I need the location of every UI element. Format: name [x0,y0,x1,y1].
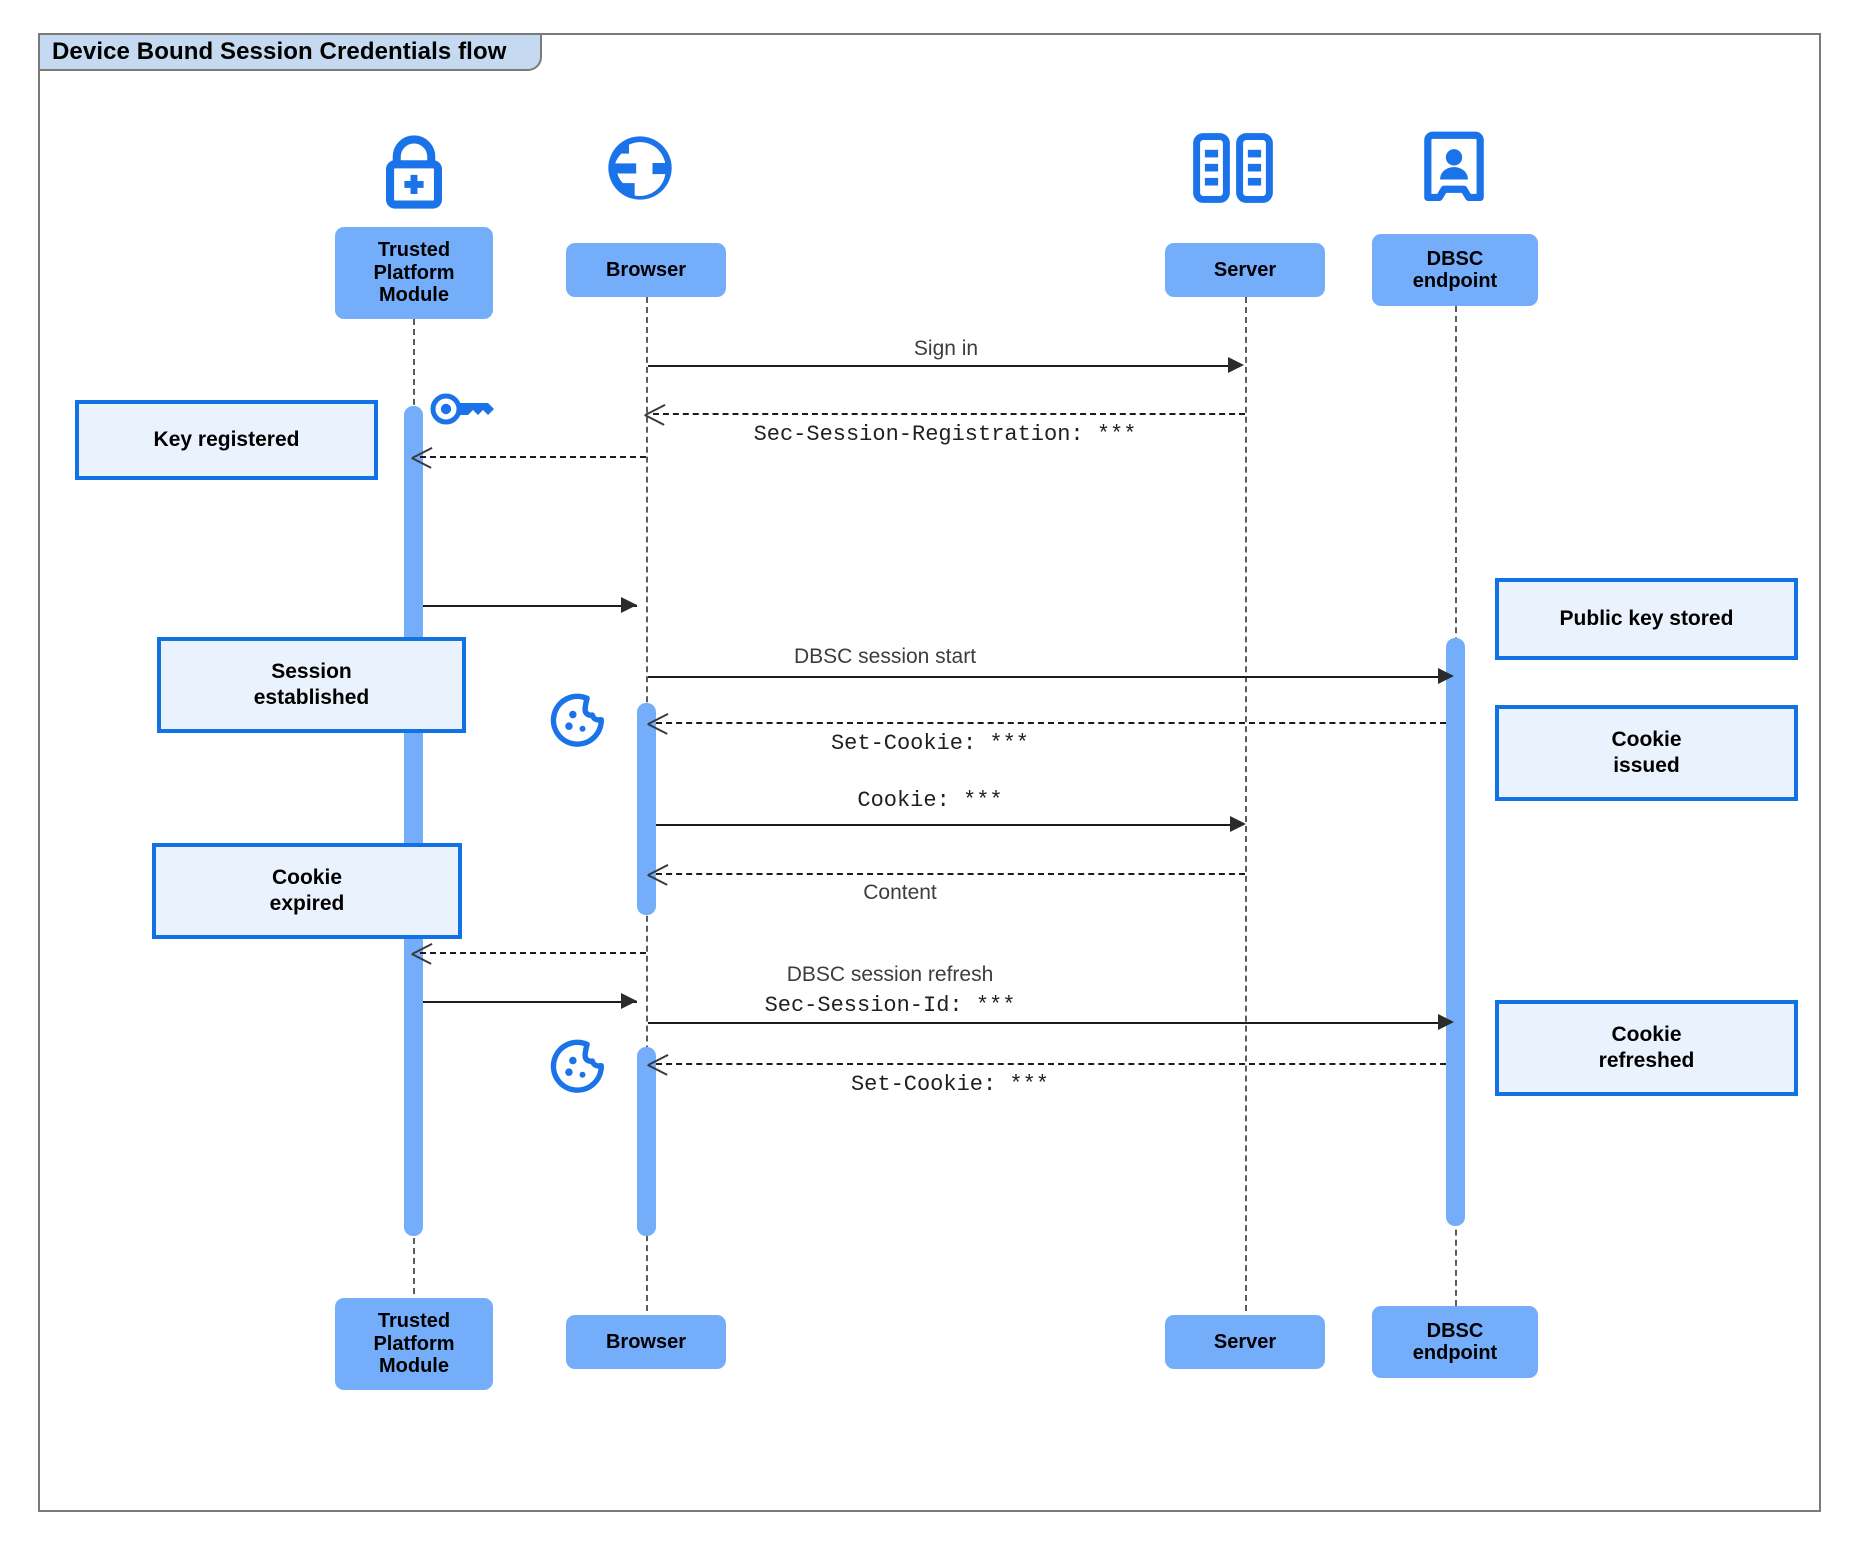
note-cookie-issued: Cookie issued [1495,705,1798,801]
note-cookie-refreshed: Cookie refreshed [1495,1000,1798,1096]
globe-icon [600,128,680,213]
diagram-title: Device Bound Session Credentials flow [40,35,543,71]
key-icon [428,385,496,438]
server-rack-icon [1190,128,1276,213]
message-arrowhead-m6 [648,712,668,734]
message-arrowhead-m7 [1230,816,1246,832]
participant-header-server[interactable]: Server [1165,243,1325,297]
message-arrowhead-m2 [645,403,665,425]
message-line-m11 [648,1022,1438,1024]
note-key-registered: Key registered [75,400,378,480]
message-arrowhead-m4 [621,597,637,613]
message-line-m1 [648,365,1228,367]
lifeline-server [1245,297,1247,1321]
message-arrowhead-m1 [1228,357,1244,373]
message-line-m12 [656,1063,1446,1065]
activation-browser-1 [637,703,656,915]
activation-tpm [404,406,423,1236]
participant-footer-dbsc[interactable]: DBSC endpoint [1372,1306,1538,1378]
message-arrowhead-m5 [1438,668,1454,684]
id-badge-icon [1418,128,1490,213]
message-label-m12: Set-Cookie: *** [850,1072,1050,1097]
activation-browser-2 [637,1047,656,1236]
note-cookie-expired: Cookie expired [152,843,462,939]
message-arrowhead-m12 [648,1053,668,1075]
message-arrowhead-m10 [621,993,637,1009]
message-line-m7 [656,824,1230,826]
message-label-m2: Sec-Session-Registration: *** [753,422,1137,447]
message-arrowhead-m11 [1438,1014,1454,1030]
message-arrowhead-m3 [412,446,432,468]
participant-header-dbsc[interactable]: DBSC endpoint [1372,234,1538,306]
message-line-m8 [656,873,1245,875]
padlock-plus-icon [368,126,460,223]
note-public-key-stored: Public key stored [1495,578,1798,660]
message-label-m11-line2: Sec-Session-Id: *** [764,993,1016,1018]
participant-footer-server[interactable]: Server [1165,1315,1325,1369]
message-label-m11-line1: DBSC session refresh [786,963,994,986]
participant-footer-browser[interactable]: Browser [566,1315,726,1369]
message-label-m6: Set-Cookie: *** [830,731,1030,756]
message-line-m5 [648,676,1438,678]
participant-header-tpm[interactable]: Trusted Platform Module [335,227,493,319]
message-label-m8: Content [863,881,937,904]
activation-dbsc [1446,638,1465,1226]
message-line-m4 [423,605,637,607]
message-label-m7: Cookie: *** [857,788,1003,813]
message-line-m2 [653,413,1245,415]
participant-header-browser[interactable]: Browser [566,243,726,297]
participant-footer-tpm[interactable]: Trusted Platform Module [335,1298,493,1390]
cookie-icon-2 [547,1036,609,1103]
message-label-m1: Sign in [913,337,979,360]
message-line-m10 [423,1001,637,1003]
message-line-m3 [420,456,646,458]
message-arrowhead-m9 [412,942,432,964]
message-label-m5: DBSC session start [793,645,977,668]
cookie-icon-1 [547,690,609,757]
message-line-m6 [656,722,1446,724]
message-arrowhead-m8 [648,863,668,885]
message-line-m9 [420,952,646,954]
note-session-established: Session established [157,637,466,733]
